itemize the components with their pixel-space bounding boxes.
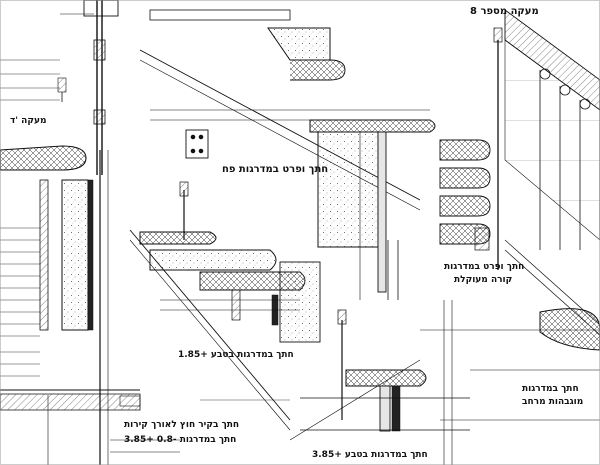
title-stair-right: חתך במדרגות xyxy=(522,384,579,394)
title-stair-levels: חתך במדרגות -0.8 +3.85 xyxy=(124,435,237,445)
middle-stair-section xyxy=(129,181,321,431)
title-stair-185: חתך במדרגות בטבע +1.85 xyxy=(178,350,294,360)
left-wall-section xyxy=(0,145,141,465)
title-steel-stair-section: חתך ופרט במדרגות פח xyxy=(222,164,329,175)
bottom-left-details xyxy=(110,395,290,453)
title-exterior-wall: חתך בקיר חוץ לאורך קירות xyxy=(124,420,240,430)
right-profile-detail xyxy=(440,300,600,465)
title-railing-d: מעקה 'ד xyxy=(10,116,47,126)
center-stair-section xyxy=(139,9,436,300)
right-handrails xyxy=(439,139,491,251)
left-annotations xyxy=(0,59,60,377)
left-railing xyxy=(57,0,119,175)
title-raised: מוגבהות מרחב xyxy=(522,397,584,407)
lower-stair-section xyxy=(289,309,470,441)
title-stair-385: חתך במדרגות בטבע +3.85 xyxy=(312,450,428,460)
title-railing-8: מעקה מספר 8 xyxy=(470,6,539,17)
title-curved-beam: קורה מעוקלת xyxy=(454,275,513,285)
right-stair-elevation xyxy=(493,9,600,336)
title-stair-section: חתך ופרט במדרגות xyxy=(444,262,525,272)
